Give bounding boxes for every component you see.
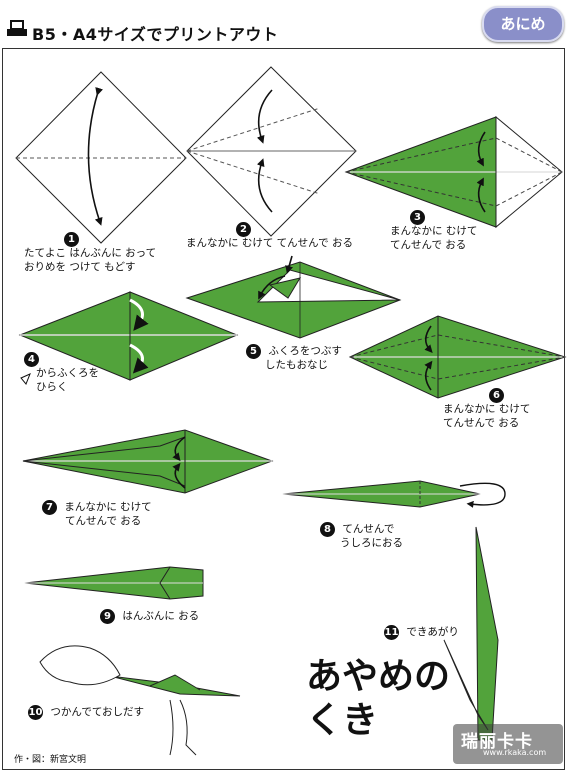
step-8-diagram [282, 480, 506, 508]
step-3-diagram [344, 115, 563, 229]
step-7-number: 7 [42, 500, 57, 515]
step-5-diagram [185, 255, 402, 339]
step-3-label: 3 まんなかに むけて てんせんで おる [390, 210, 478, 251]
step-7-label: 7 まんなかに むけて てんせんで おる [42, 500, 152, 529]
site-watermark: 瑞丽卡卡 www.rkaka.com [453, 724, 563, 764]
step-11-label: 11 できあがり [384, 625, 459, 640]
step-8-label: 8 てんせんで うしろにおる [320, 522, 403, 551]
author-credit: 作・図：新宮文明 [14, 755, 87, 765]
step-7-diagram [22, 429, 274, 494]
step-6-diagram [348, 315, 567, 399]
page-header: B5・A4サイズでプリントアウト あにめ [0, 0, 567, 50]
step-9-label: 9 はんぶんに おる [100, 609, 199, 624]
step-6-label: 6 まんなかに むけて てんせんで おる [443, 388, 531, 429]
step-1-label: 1 たてよこ はんぶんに おって おりめを つけて もどす [24, 232, 157, 273]
step-3-number: 3 [410, 210, 425, 225]
step-5-number: 5 [246, 344, 261, 359]
step-11-number: 11 [384, 625, 399, 640]
step-1-diagram [15, 71, 187, 244]
step-9-number: 9 [100, 609, 115, 624]
step-10-number: 10 [28, 705, 43, 720]
step-1-number: 1 [64, 232, 79, 247]
step-10-label: 10 つかんでておしだす [28, 705, 145, 720]
step-8-number: 8 [320, 522, 335, 537]
step-2-diagram [186, 66, 357, 237]
result-title: あやめの くき [306, 656, 451, 741]
step-9-diagram [24, 566, 204, 600]
step-2-number: 2 [236, 222, 251, 237]
instruction-frame [2, 48, 565, 770]
step-10-diagram [39, 645, 241, 756]
step-4-number: 4 [24, 352, 39, 367]
step-4-diagram [18, 291, 239, 385]
printer-icon [7, 20, 27, 36]
anime-button[interactable]: あにめ [482, 6, 564, 42]
step-6-number: 6 [489, 388, 504, 403]
step-5-label: 5 ふくろをつぶす したもおなじ [246, 344, 342, 373]
print-instruction-title: B5・A4サイズでプリントアウト [32, 25, 279, 44]
step-2-label: 2 まんなかに むけて てんせんで おる [186, 222, 353, 249]
step-4-label: 4 からふくろを ひらく [24, 352, 99, 394]
